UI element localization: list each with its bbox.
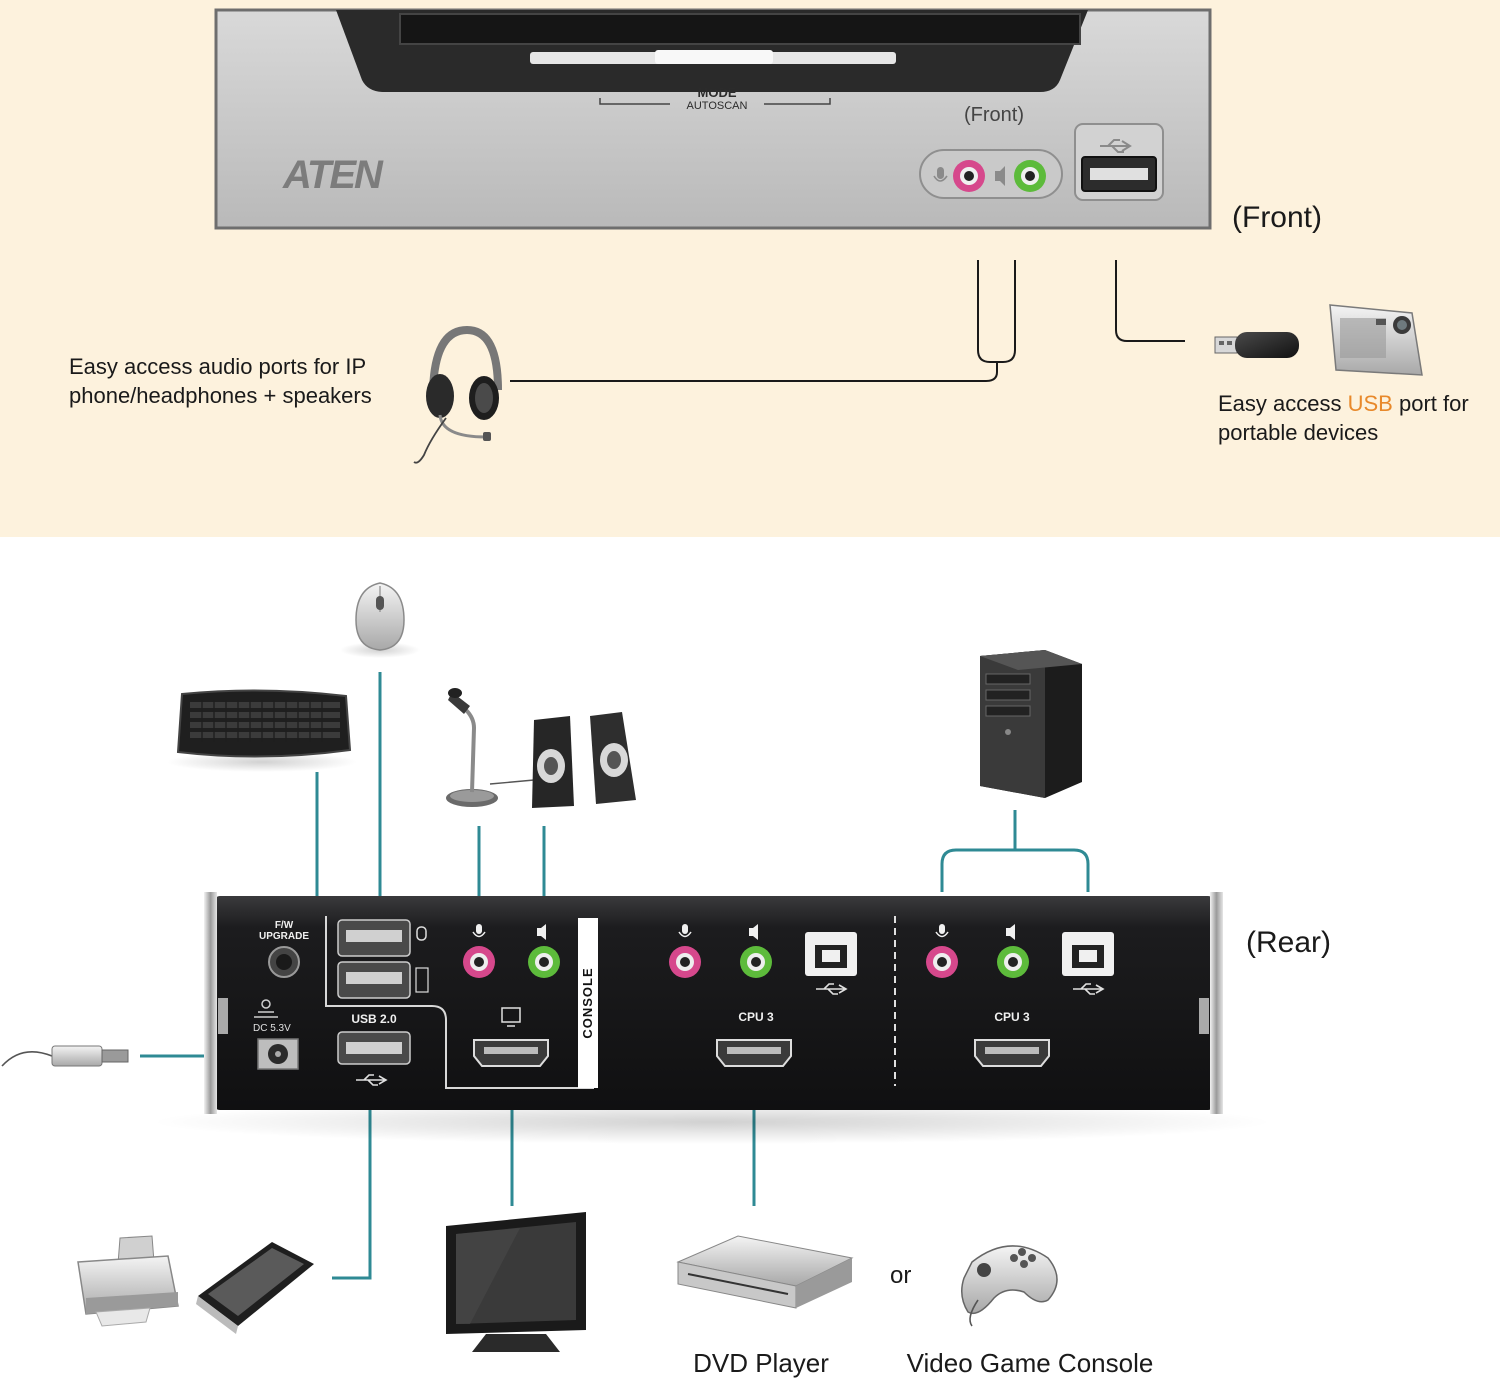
- television-icon: [446, 1212, 586, 1352]
- or-label: or: [890, 1262, 911, 1289]
- usb-symbol-icon: [1100, 139, 1132, 153]
- fw-label-line2: UPGRADE: [259, 931, 309, 942]
- video-game-console-label: Video Game Console: [907, 1348, 1154, 1378]
- scanner-icon: [196, 1242, 314, 1334]
- front-cables: [510, 260, 1185, 382]
- pc-tower-icon: [980, 650, 1082, 798]
- cpu3b-label: CPU 3: [994, 1010, 1030, 1024]
- power-symbol-icon: [254, 999, 278, 1018]
- console-label: CONSOLE: [580, 967, 595, 1038]
- kvm-front-unit: MODE AUTOSCAN ATEN (Front): [214, 8, 1212, 230]
- fw-label-line1: F/W: [275, 920, 294, 931]
- dvd-player-label: DVD Player: [693, 1348, 829, 1378]
- mic-icon: [935, 924, 949, 938]
- rear-caption: (Rear): [1246, 926, 1331, 959]
- speaker-icon: [995, 166, 1005, 186]
- autoscan-label: AUTOSCAN: [687, 100, 748, 112]
- front-inner-caption: (Front): [964, 104, 1024, 126]
- audio-caption-line1: Easy access audio ports for IP: [69, 354, 366, 379]
- usb20-label: USB 2.0: [351, 1012, 397, 1026]
- digital-camera-icon: [1329, 304, 1423, 376]
- headset-icon: [413, 325, 502, 464]
- audio-caption-line2: phone/headphones + speakers: [69, 383, 372, 408]
- printer-icon: [77, 1235, 179, 1327]
- mic-icon: [678, 924, 692, 938]
- speakers-icon: [532, 712, 636, 808]
- mouse-icon: [340, 582, 420, 658]
- mode-label: MODE: [698, 85, 737, 100]
- cpu3a-label: CPU 3: [738, 1010, 774, 1024]
- usb-caption-line1: Easy access USB port for: [1218, 391, 1469, 416]
- aten-logo: ATEN: [282, 153, 384, 197]
- usb-caption-line2: portable devices: [1218, 420, 1378, 445]
- usb-symbol-icon: [356, 1074, 388, 1086]
- keyboard-icon: [167, 689, 357, 772]
- kvm-rear-unit: F/W UPGRADE DC 5.3V USB 2.0 CONSOLE: [152, 892, 1272, 1144]
- desk-microphone-icon: [446, 688, 535, 807]
- usb-accent-word: USB: [1348, 391, 1393, 416]
- front-caption: (Front): [1232, 201, 1322, 234]
- speaker-icon: [749, 924, 758, 940]
- usb-symbol-icon: [816, 983, 848, 995]
- mic-icon: [472, 924, 486, 938]
- monitor-port-icon: [501, 1007, 521, 1027]
- power-plug-icon: [1, 1045, 129, 1067]
- usb-symbol-icon: [1073, 983, 1105, 995]
- speaker-icon: [1006, 924, 1015, 940]
- game-controller-icon: [961, 1245, 1058, 1327]
- keyboard-port-icon: [415, 967, 429, 993]
- speaker-icon: [537, 924, 546, 940]
- mic-icon: [933, 167, 948, 182]
- mouse-port-icon: [416, 926, 427, 941]
- dc-voltage-label: DC 5.3V: [253, 1023, 291, 1034]
- usb-flash-drive-icon: [1214, 332, 1299, 358]
- dvd-player-icon: [676, 1235, 854, 1309]
